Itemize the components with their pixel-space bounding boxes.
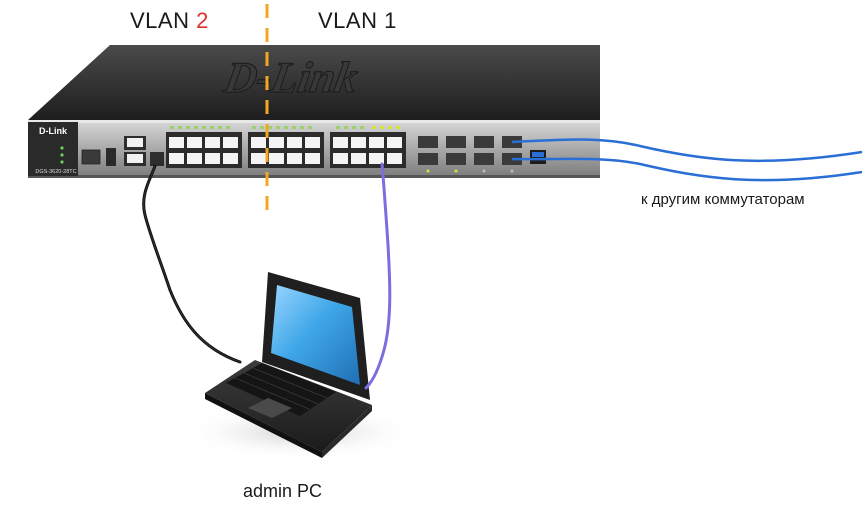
vlan2-label: VLAN 2 — [130, 8, 209, 34]
vlan2-label-prefix: VLAN — [130, 8, 197, 33]
laptop-trackpad — [248, 398, 292, 418]
switch-brand-badge — [28, 122, 78, 176]
rj45-block-1 — [166, 132, 242, 168]
uplink-note: к другим коммутаторам — [641, 191, 805, 208]
cable-vlan1 — [364, 162, 392, 390]
sfp-ports — [418, 136, 522, 173]
rj45-block-2 — [248, 132, 324, 168]
vlan2-number: 2 — [196, 8, 209, 33]
port-led-strip — [170, 126, 400, 129]
rj45-block-3 — [330, 132, 406, 168]
switch-model-label: DGS-3620-28TC — [35, 169, 76, 175]
cable-vlan2 — [142, 164, 242, 364]
admin-pc-label: admin PC — [243, 481, 323, 501]
switch-lid-logo: D-Link — [220, 52, 362, 102]
laptop — [205, 272, 372, 458]
switch: D-Link D-Link DGS-3620-28TC — [28, 45, 600, 178]
usb-port — [106, 148, 116, 166]
console-port — [81, 149, 101, 165]
laptop-screen — [271, 285, 360, 385]
switch-top — [28, 45, 600, 120]
mgmt-ports — [124, 136, 164, 166]
switch-front-logo: D-Link — [39, 126, 68, 136]
uplink-cables — [511, 138, 863, 182]
laptop-keyboard — [226, 363, 336, 416]
vlan1-label: VLAN 1 — [318, 8, 397, 33]
